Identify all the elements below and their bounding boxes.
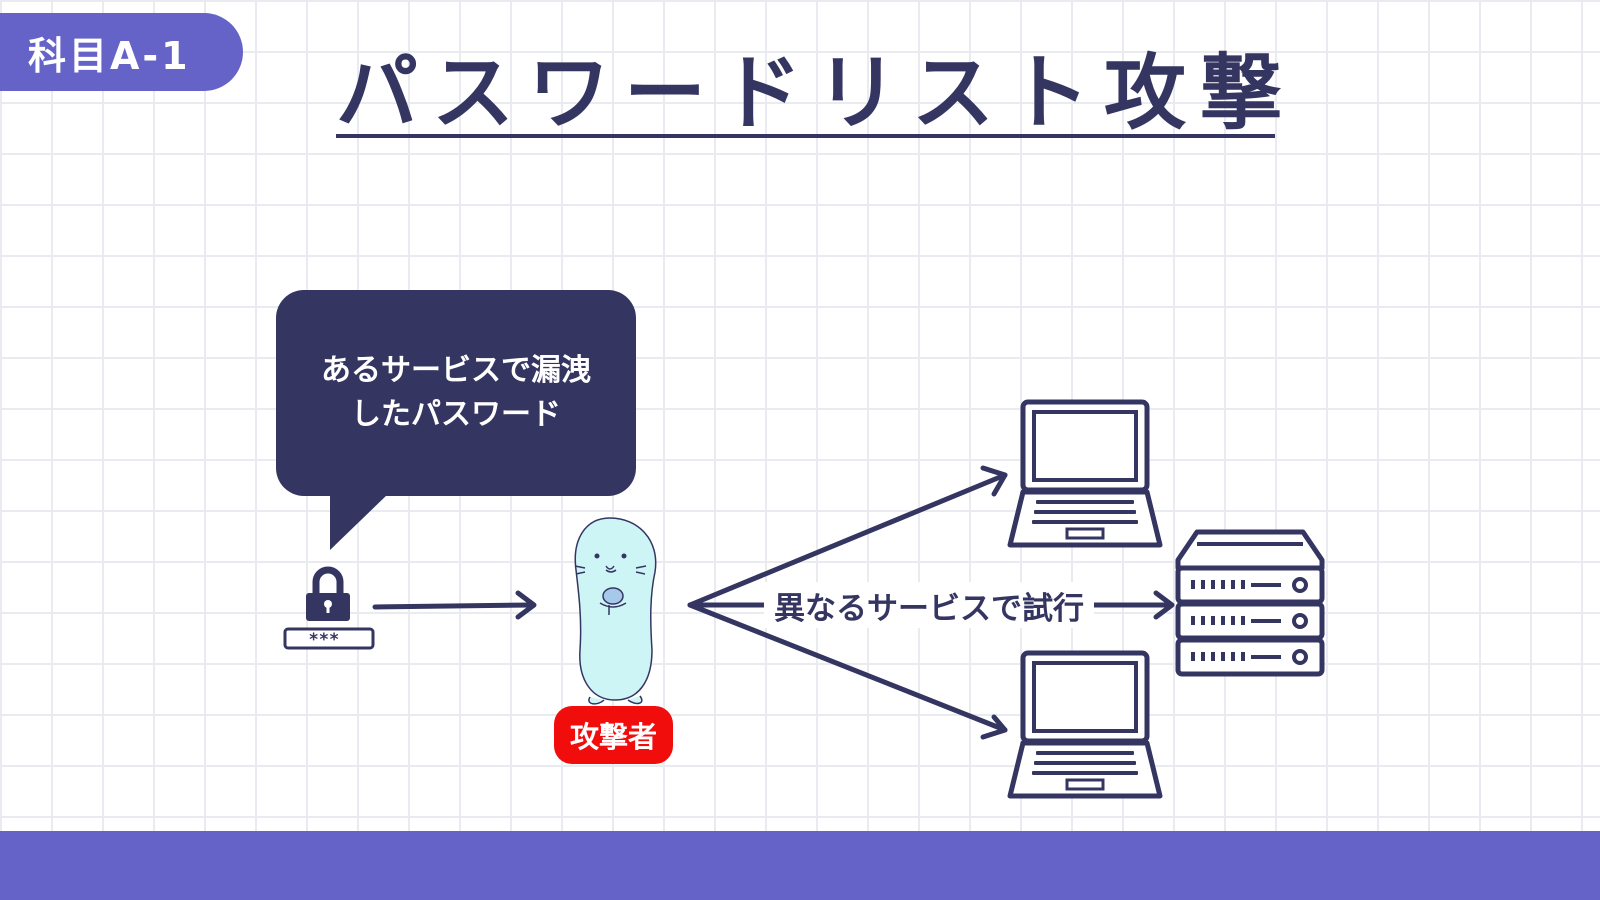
speech-bubble: あるサービスで漏洩 したパスワード [276,290,636,496]
laptop-icon [1007,399,1163,548]
attacker-label-text: 攻撃者 [569,720,657,754]
arrow-to-bottom-laptop [687,602,1008,740]
password-field-icon: ***_ [283,627,375,650]
laptop-icon [1007,650,1163,799]
page-title: パスワードリスト攻撃 [336,46,1297,141]
password-mask: ***_ [309,630,351,650]
arrow-label: 異なるサービスで試行 [764,582,1094,628]
attacker-label: 攻撃者 [554,706,673,764]
seal-character-icon [574,517,657,705]
arrow-label-text: 異なるサービスで試行 [774,590,1084,627]
speech-bubble-line-2: したパスワード [351,397,561,432]
subject-badge-label: 科目A-1 [28,33,191,78]
footer-bar [0,831,1600,900]
lock-icon [306,566,350,621]
title-underline [336,134,1275,138]
server-rack-icon [1175,529,1325,677]
speech-bubble-line-1: あるサービスで漏洩 [321,353,591,388]
arrow-to-top-laptop [687,465,1008,608]
subject-badge: 科目A-1 [0,13,243,91]
speech-bubble-text: あるサービスで漏洩 したパスワード [296,349,616,437]
speech-bubble-tail [330,494,388,550]
arrow-to-attacker [372,590,537,620]
